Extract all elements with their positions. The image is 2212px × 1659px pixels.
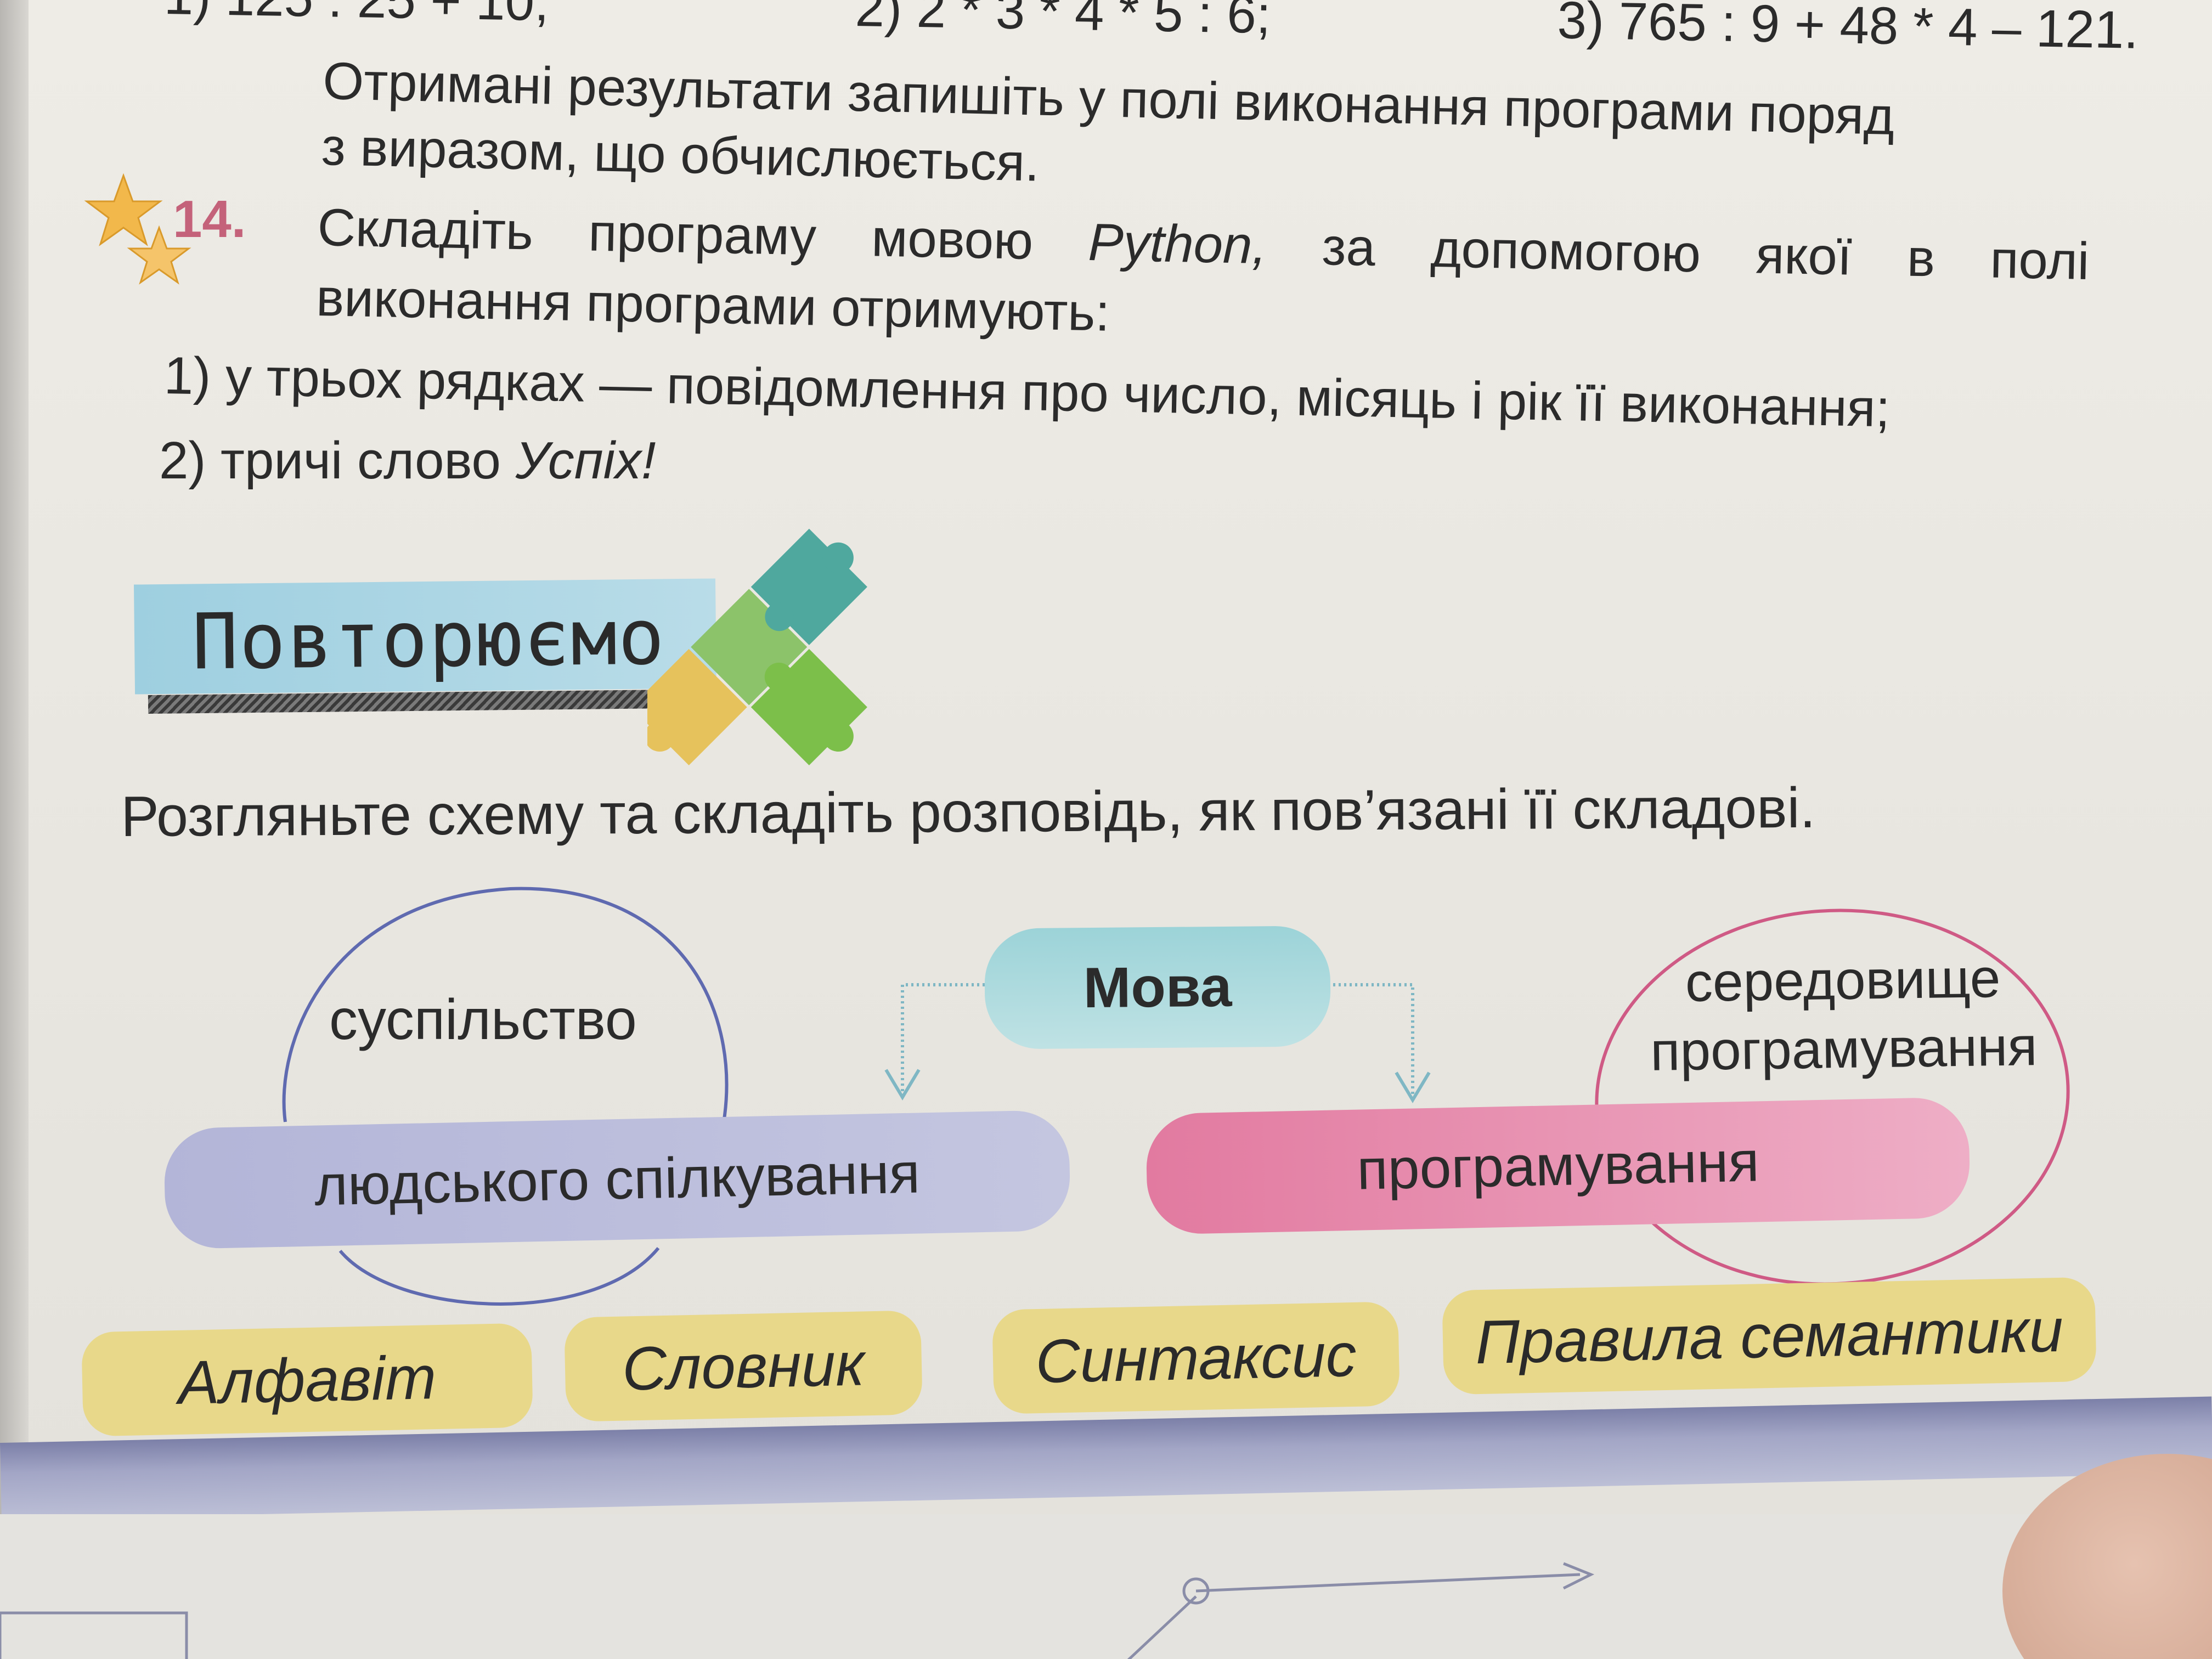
exercise-word: мовою — [871, 208, 1034, 271]
human-communication-label: людського спілкування — [313, 1141, 921, 1218]
tag-alphabet-label: Алфавіт — [177, 1342, 437, 1417]
star-icon — [84, 173, 191, 285]
intro-paragraph: Отримані результати запишіть у полі вико… — [321, 48, 1895, 216]
programming-box: програмування — [1145, 1097, 1971, 1235]
exercise-word: Складіть — [317, 198, 534, 261]
tag-semantics-label: Правила семантики — [1475, 1295, 2064, 1376]
exercise-word: якої — [1755, 225, 1853, 286]
tag-dictionary: Словник — [564, 1310, 923, 1422]
exercise-word: програму — [588, 203, 817, 267]
expression-1: 1) 125 : 25 + 10; — [163, 0, 550, 33]
exercise-word: за — [1321, 217, 1376, 278]
language-box: Мова — [984, 926, 1331, 1049]
environment-line-1: середовище — [1685, 947, 2001, 1014]
finger — [2002, 1454, 2212, 1659]
exercise-word-python: Python, — [1087, 212, 1268, 275]
tag-syntax-label: Синтаксис — [1035, 1320, 1357, 1396]
next-page-area — [0, 1514, 2212, 1659]
schema-caption: Розгляньте схему та складіть розповідь, … — [121, 776, 1816, 849]
exercise-item-2-prefix: 2) тричі слово — [159, 431, 516, 490]
environment-line-2: програмування — [1650, 1015, 2038, 1082]
society-label: суспільство — [329, 988, 637, 1052]
exercise-word: допомогою — [1430, 219, 1701, 284]
human-communication-box: людського спілкування — [163, 1109, 1071, 1250]
expression-3: 3) 765 : 9 + 48 * 4 – 121. — [1556, 0, 2139, 60]
language-label: Мова — [1083, 955, 1232, 1020]
page-edge — [0, 0, 29, 1536]
programming-label: програмування — [1356, 1129, 1760, 1202]
exercise-word: полі — [1989, 230, 2090, 291]
section-title: Повторюємо — [191, 592, 666, 687]
expression-2: 2) 2 * 3 * 4 * 5 : 6; — [854, 0, 1272, 45]
exercise-item-1: 1) у трьох рядках — повідомлення про чис… — [163, 346, 1891, 438]
tag-syntax: Синтаксис — [992, 1301, 1400, 1414]
exercise-item-2: 2) тричі слово Успіх! — [159, 431, 656, 491]
tag-semantics: Правила семантики — [1442, 1277, 2097, 1395]
tag-alphabet: Алфавіт — [81, 1323, 533, 1437]
exercise-text: Складіть програму мовою Python, за допом… — [315, 195, 2090, 365]
tag-dictionary-label: Словник — [621, 1329, 866, 1403]
timeline-decoration — [0, 1562, 1595, 1659]
exercise-item-2-word: Успіх! — [515, 431, 656, 490]
exercise-word: в — [1906, 228, 1936, 288]
environment-label: середовище програмування — [1617, 943, 2069, 1086]
exercise-number: 14. — [173, 190, 246, 249]
puzzle-icon — [647, 528, 867, 766]
